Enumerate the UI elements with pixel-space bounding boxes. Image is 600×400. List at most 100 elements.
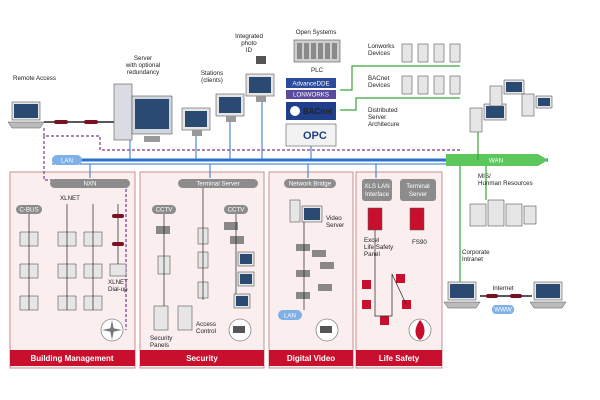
nxn-label: NXN (83, 181, 96, 188)
internet-modem-1 (486, 294, 498, 298)
excel-life-safety-panel-device (367, 207, 383, 231)
digital-video-panel (268, 171, 354, 369)
cctv-1-label: CCTV (156, 207, 174, 214)
open-systems-label: Open Systems (296, 29, 337, 36)
security-devices (153, 222, 255, 331)
lan-bottom-label: LAN (284, 313, 296, 320)
access-control-label-2: Control (196, 328, 216, 335)
excel-label-2: Life Safety (364, 244, 394, 251)
bacnet-devices-label-1: BACnet (368, 75, 390, 82)
terminal-server-2-label-2: Server (409, 191, 427, 198)
photo-id-label-3: ID (246, 47, 253, 54)
advance-dde-text: AdvanceDDE (292, 81, 329, 88)
opc-text: OPC (303, 130, 327, 142)
intranet-label-1: Corporate (462, 249, 490, 256)
bm-modem-2 (112, 242, 124, 246)
remote-access-laptop (7, 101, 45, 129)
server-label-2: with optional (125, 62, 160, 69)
intranet-laptop-right (529, 281, 567, 309)
xlnet-dialup-label-1: XLNET (108, 279, 128, 286)
xls-lan-label-2: Interface (365, 191, 390, 198)
mis-label-2: Hunman Resources (478, 180, 533, 187)
station-1 (181, 107, 211, 136)
photo-id-label-1: Integrated (235, 33, 263, 40)
bm-modem-1 (112, 214, 124, 218)
internet-modem-2 (510, 294, 522, 298)
video-server-icon (289, 199, 323, 223)
station-2 (215, 93, 245, 122)
security-bar (140, 350, 264, 366)
fan-blades-icon (102, 320, 122, 340)
bacnet-devices-label-2: Devices (368, 82, 390, 89)
access-control-label-1: Access (196, 321, 216, 328)
cbus-pill (16, 205, 42, 214)
security-panels-label-1: Security (150, 335, 173, 342)
mis-server-group (469, 199, 537, 227)
plc-rack (293, 39, 341, 63)
terminal-server-2-pill (400, 179, 436, 201)
internet-label: Internet (493, 285, 514, 292)
xlnet-label: XLNET (60, 195, 80, 202)
life-safety-wiring (374, 230, 407, 317)
video-cameras (296, 244, 334, 299)
intranet-laptop-left (443, 281, 481, 309)
terminal-server-2-label-1: Terminal (406, 183, 429, 190)
lonworks-devices-label-1: Lonworks (368, 43, 394, 50)
lonworks-text: LONWORKS (293, 92, 329, 99)
photo-id-label-2: photo (241, 40, 257, 47)
security-title: Security (186, 354, 218, 363)
server-label-3: redundancy (127, 69, 160, 76)
video-server-label-1: Video (326, 215, 342, 222)
building-management-bar (10, 350, 135, 366)
lan-top-label: LAN (61, 158, 73, 165)
xlnet-dialup-label-2: Dial-up (108, 286, 128, 293)
plc-label: PLC (311, 67, 324, 74)
distributed-server-cluster (469, 79, 553, 133)
lonworks-badge (286, 90, 336, 99)
excel-label-1: Excel (364, 237, 379, 244)
stations-label-2: (clients) (201, 77, 223, 84)
server-icon (113, 83, 173, 142)
life-safety-panel (355, 171, 443, 369)
www-label: WWW (494, 307, 512, 314)
bm-bus-lines (28, 204, 119, 310)
www-pill (492, 305, 514, 314)
terminal-server-1-pill (178, 179, 258, 188)
security-panels-label-2: Panels (150, 342, 169, 349)
terminal-server-1-label: Terminal Server (196, 181, 239, 188)
lonworks-device-row (401, 43, 461, 63)
cctv-2-label: CCTV (228, 207, 246, 214)
stations-label-1: Stations (201, 70, 223, 77)
wan-label: WAN (489, 158, 503, 165)
photo-id-station (245, 73, 275, 102)
intranet-label-2: Intranet (462, 256, 483, 263)
bacnet-badge (286, 102, 336, 120)
xls-lan-label-1: XLS LAN (364, 183, 389, 190)
security-bus-lines (163, 188, 237, 306)
digital-video-bar (269, 350, 353, 366)
lonworks-line (340, 65, 460, 91)
nxn-pill (50, 179, 130, 188)
building-management-title: Building Management (30, 354, 113, 363)
mis-label-1: MIS/ (478, 173, 491, 180)
bacnet-text: BACnet (303, 107, 333, 116)
network-bridge-label: Network Bridge (289, 181, 332, 188)
advance-dde-badge (286, 78, 336, 88)
cctv-1-pill (152, 205, 176, 214)
flame-shape-icon (415, 320, 425, 340)
distributed-label-2: Server (368, 114, 386, 121)
life-safety-bar (356, 350, 442, 366)
bacnet-logo-icon (290, 106, 300, 116)
bacnet-device-row (401, 75, 461, 95)
lonworks-devices-label-2: Devices (368, 50, 390, 57)
cbus-label: C-BUS (19, 207, 38, 214)
video-server-label-2: Server (326, 222, 344, 229)
cctv-2-pill (224, 205, 248, 214)
distributed-label-3: Architecure (368, 121, 400, 128)
lan-bottom-pill (278, 310, 302, 320)
remote-access-label: Remote Access (13, 75, 56, 82)
lan-top-pill (52, 155, 82, 165)
dialup-dashed-line (43, 128, 460, 151)
life-safety-title: Life Safety (379, 354, 420, 363)
